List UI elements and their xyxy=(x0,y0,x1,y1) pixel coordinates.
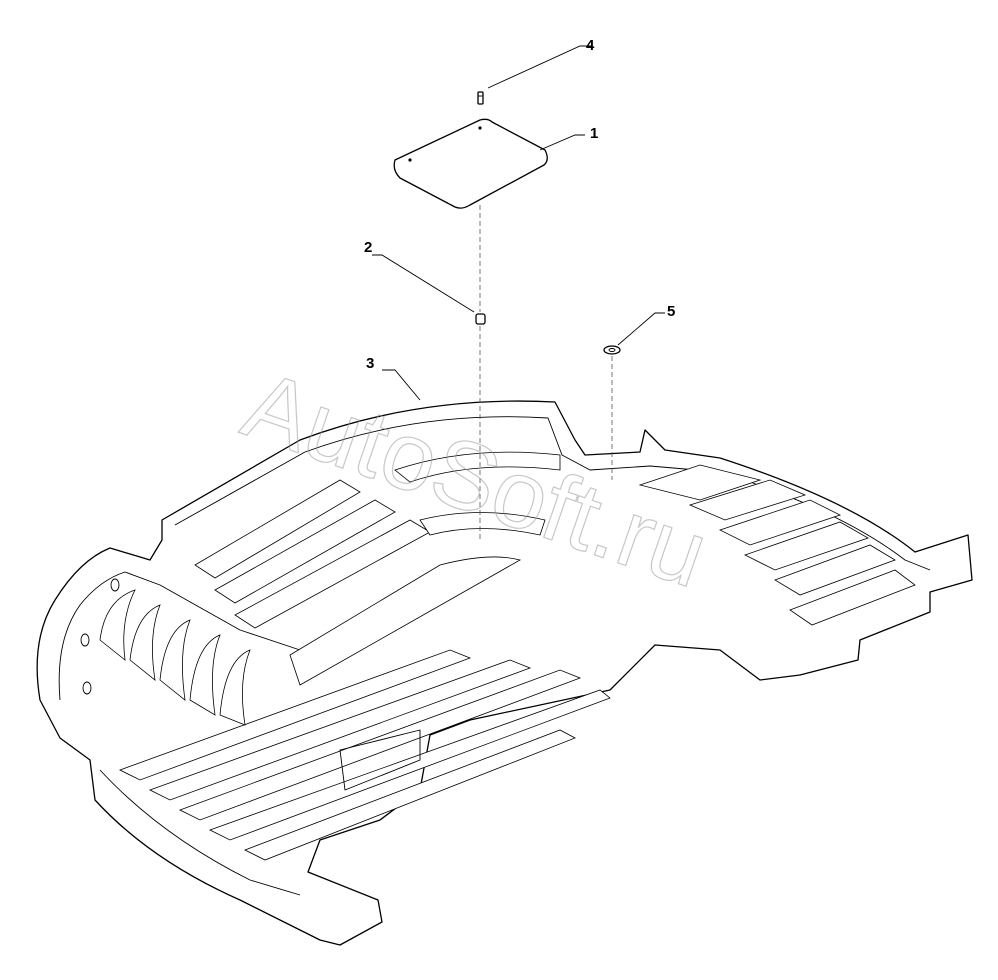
floor-mat xyxy=(36,400,973,946)
callout-3: 3 xyxy=(366,355,374,372)
mat-ribs-rear xyxy=(118,649,611,861)
screw xyxy=(477,91,484,105)
mat-ribs-left xyxy=(99,589,251,726)
callout-2: 2 xyxy=(364,239,372,256)
mat-ribs-center xyxy=(194,451,561,686)
mat-ribs-right xyxy=(638,464,916,626)
clip-nut xyxy=(475,313,486,325)
callout-labels: 4 1 2 3 5 xyxy=(364,37,675,372)
washer xyxy=(603,345,621,355)
callout-5: 5 xyxy=(667,303,675,320)
callout-leaders xyxy=(372,45,665,401)
assembly-lines xyxy=(479,205,613,540)
callout-4: 4 xyxy=(586,37,595,54)
cover-plate xyxy=(393,118,548,209)
callout-1: 1 xyxy=(590,125,598,142)
